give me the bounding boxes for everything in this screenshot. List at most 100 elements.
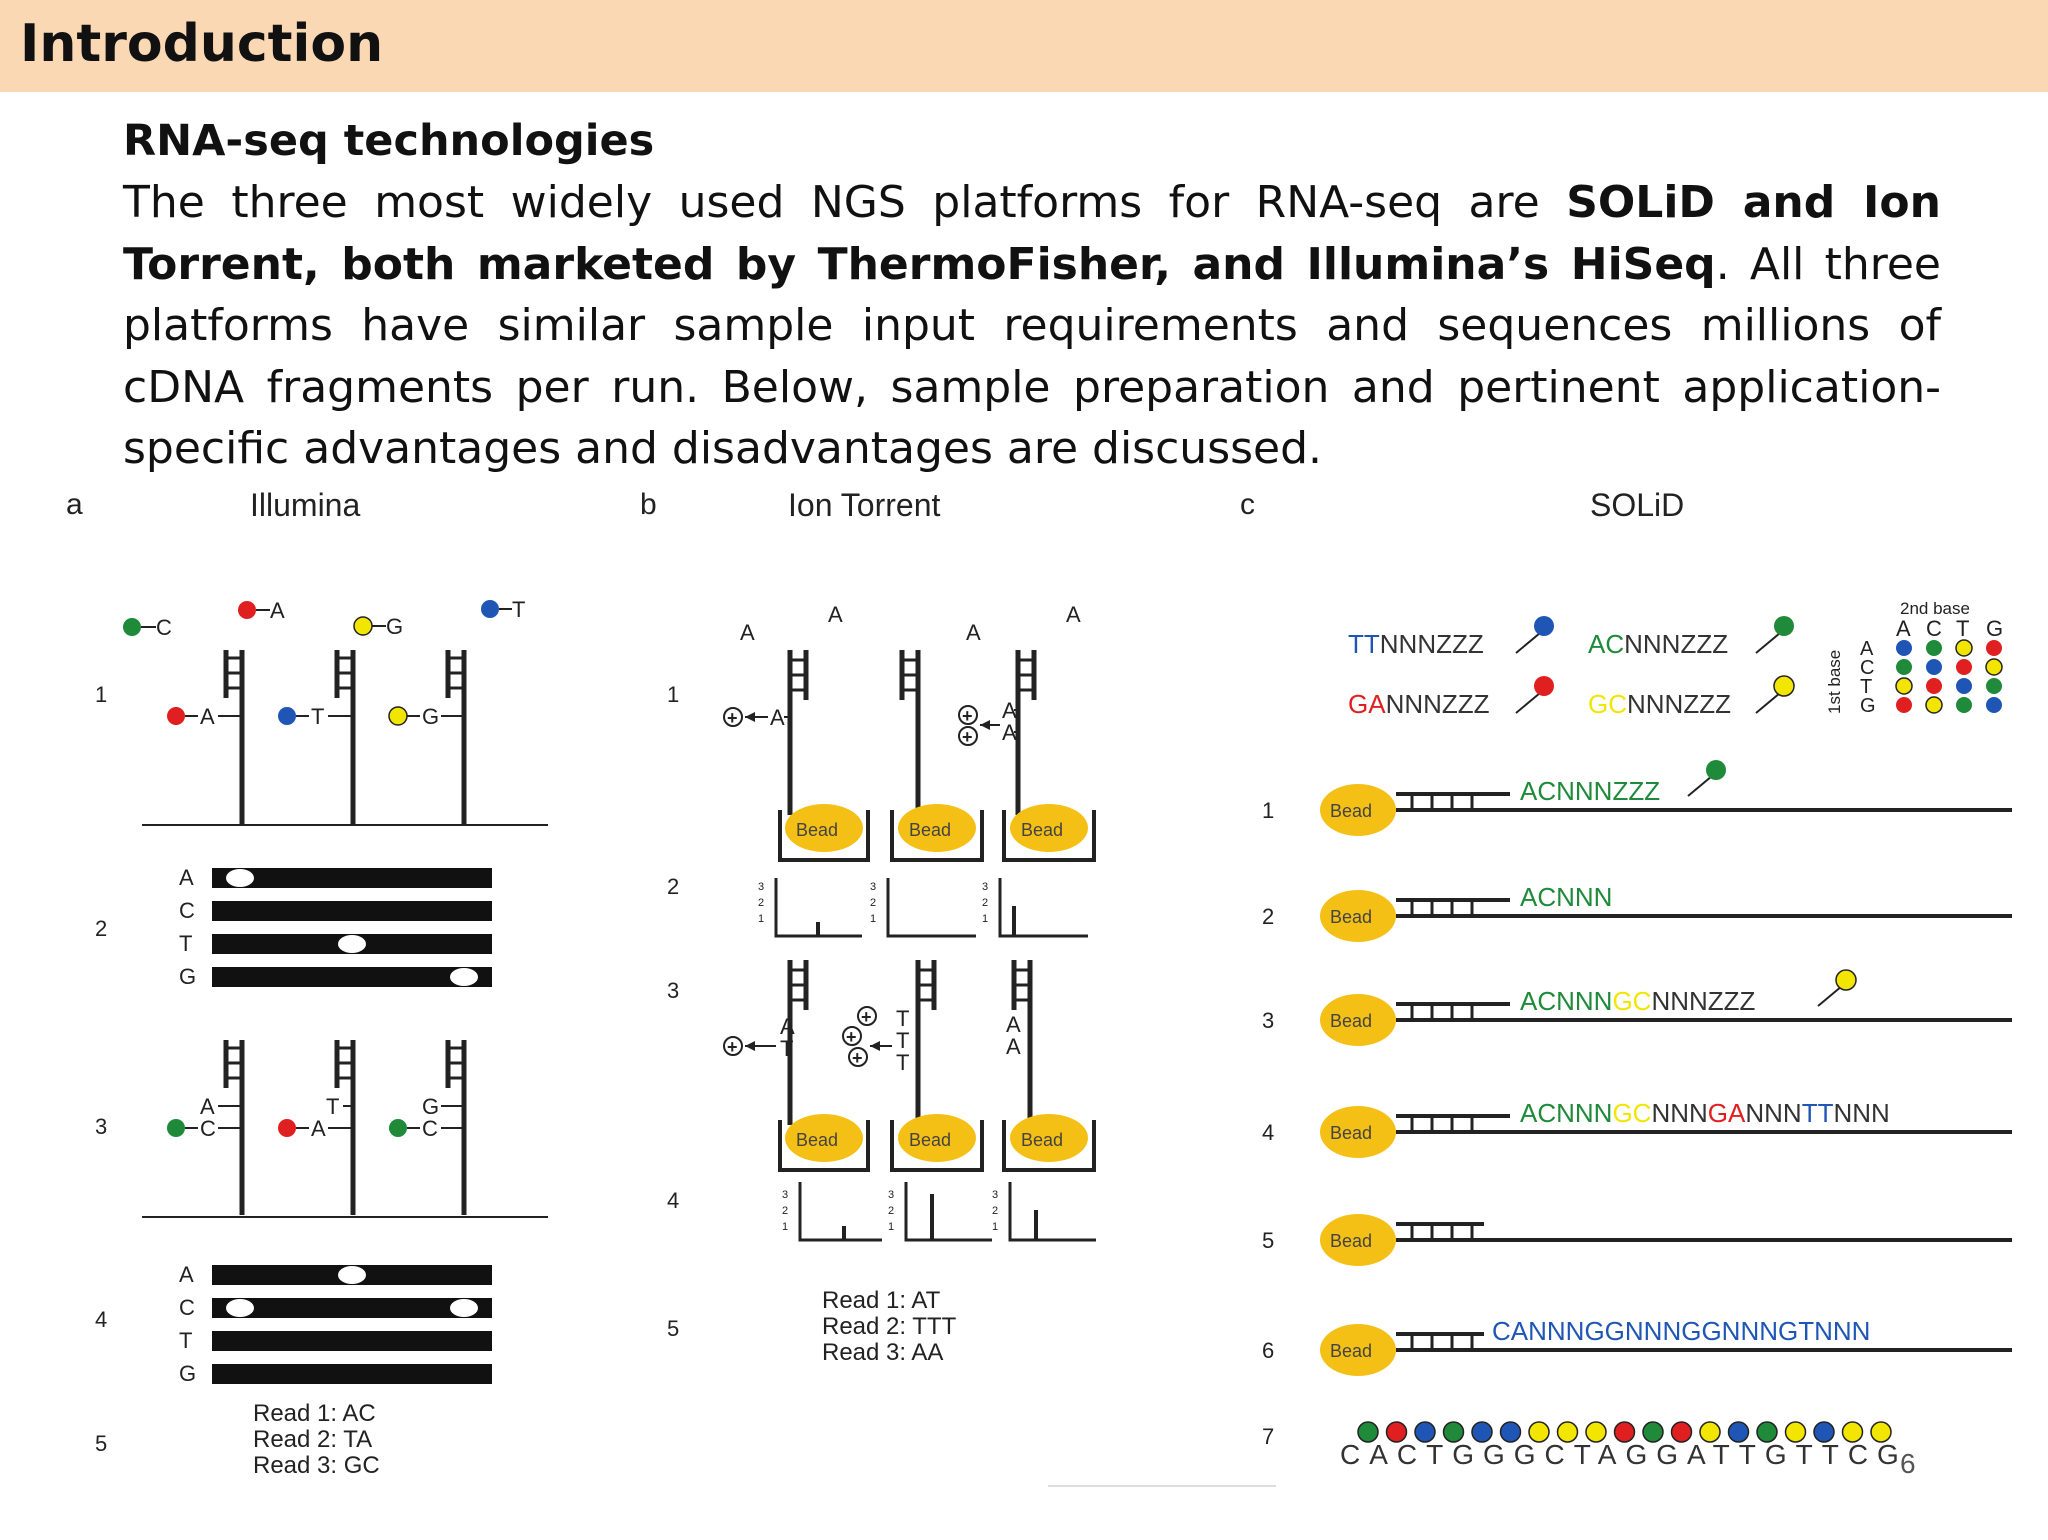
color-dot (1870, 1421, 1892, 1443)
probe-dye (1534, 616, 1554, 636)
figure-svg: a Illumina 1 2 3 4 5 C A G T (66, 487, 2012, 1487)
bead (1010, 1114, 1088, 1162)
panel-c-step-5: 5 (1262, 1228, 1274, 1253)
bead (1010, 804, 1088, 852)
svg-text:+: + (727, 1037, 738, 1057)
svg-text:A: A (1006, 1012, 1021, 1037)
svg-text:A: A (828, 602, 843, 627)
nucleotide-label: G (386, 614, 403, 639)
panel-c-step-7: 7 (1262, 1424, 1274, 1449)
color-dot-row (1357, 1421, 1892, 1443)
proton-icon (842, 1026, 862, 1046)
read-line: Read 3: GC (253, 1452, 380, 1479)
bead (898, 1114, 976, 1162)
svg-text:1: 1 (870, 913, 876, 925)
svg-text:T: T (1956, 616, 1969, 641)
color-code-matrix: 2nd base A C T G 1st base A C T G (1825, 599, 2003, 717)
svg-text:Bead: Bead (796, 1130, 838, 1150)
panel-c-solid: c SOLiD TTNNNZZZ ACNNNZZZ GANNNZZZ GCNNN… (1240, 487, 2012, 1470)
proton-icon (857, 1006, 877, 1026)
probe: GCNNNZZZ (1588, 689, 1731, 719)
svg-text:G: G (179, 1361, 196, 1386)
color-dot (1528, 1421, 1550, 1443)
paragraph-intro: The three most widely used NGS platforms… (123, 177, 1567, 228)
title-bar: Introduction (0, 0, 2048, 92)
svg-text:A: A (1006, 1034, 1021, 1059)
read-line: Read 2: TTT (822, 1313, 957, 1340)
svg-text:A: A (179, 865, 194, 890)
svg-text:C: C (179, 898, 195, 923)
svg-text:T: T (179, 931, 192, 956)
panel-b-letter: b (640, 488, 657, 521)
probe: TTNNNZZZ (1348, 629, 1484, 659)
nucleotide-green (123, 618, 141, 636)
svg-text:3: 3 (782, 1189, 788, 1201)
color-dot (1613, 1421, 1636, 1443)
color-dot (1699, 1421, 1721, 1443)
svg-text:T: T (780, 1036, 793, 1061)
bead (785, 1114, 863, 1162)
section-heading: RNA-seq technologies (123, 116, 655, 166)
svg-text:C: C (200, 1116, 216, 1141)
svg-text:G: G (1986, 616, 2003, 641)
svg-text:G: G (179, 964, 196, 989)
svg-text:A: A (1002, 698, 1017, 723)
paragraph-bold: SOLiD and Ion Torrent, both marketed by … (123, 177, 1941, 290)
proton-icon (958, 705, 978, 725)
panel-b-step-3: 3 (667, 978, 679, 1003)
signal-spot (338, 1266, 366, 1284)
read-line: Read 3: AA (822, 1339, 943, 1366)
svg-text:+: + (852, 1048, 863, 1068)
color-dot (1670, 1421, 1693, 1443)
svg-text:T: T (179, 1328, 192, 1353)
bead (898, 804, 976, 852)
svg-text:2: 2 (888, 1205, 894, 1217)
svg-text:A: A (1066, 602, 1081, 627)
panel-b-step-4: 4 (667, 1188, 679, 1213)
image-bars-a2: A C T G (179, 865, 492, 989)
color-dot (1813, 1421, 1835, 1443)
nucleotide-blue (481, 600, 499, 618)
svg-text:Bead: Bead (796, 820, 838, 840)
svg-text:Bead: Bead (1021, 820, 1063, 840)
incorporated-yellow (388, 706, 408, 726)
svg-text:2: 2 (758, 897, 764, 909)
color-dot (1385, 1421, 1408, 1443)
panel-c-step-4: 4 (1262, 1120, 1274, 1145)
panel-c-step-1: 1 (1262, 798, 1274, 823)
panel-a-step-4: 4 (95, 1307, 107, 1332)
signal-spot (226, 1299, 254, 1317)
section-paragraph: The three most widely used NGS platforms… (123, 172, 1941, 480)
bead (1320, 1324, 1396, 1376)
bead (1320, 1214, 1396, 1266)
svg-text:1: 1 (982, 913, 988, 925)
proton-icon (958, 726, 978, 746)
svg-text:A: A (740, 620, 755, 645)
svg-text:Bead: Bead (1330, 1231, 1372, 1251)
svg-text:1st base: 1st base (1825, 650, 1844, 714)
signal-spot (450, 1299, 478, 1317)
wells-b3: A T + T T T + + + A A (723, 960, 1096, 1172)
probe: ACNNNZZZ (1588, 629, 1728, 659)
svg-text:+: + (727, 708, 738, 728)
incorporated-green (389, 1119, 407, 1137)
svg-text:Bead: Bead (1330, 907, 1372, 927)
color-dot (1784, 1421, 1807, 1443)
bead (1320, 1106, 1396, 1158)
svg-text:+: + (962, 727, 973, 747)
svg-text:T: T (1860, 676, 1872, 698)
svg-text:A: A (1860, 638, 1874, 660)
svg-text:2: 2 (782, 1205, 788, 1217)
panel-b-ion-torrent: b Ion Torrent 1 2 3 4 5 A A A A (640, 487, 1096, 1366)
panel-b-step-5: 5 (667, 1316, 679, 1341)
bead (1320, 784, 1396, 836)
svg-text:ACNNNGCNNNGANNNTTNNN: ACNNNGCNNNGANNNTTNNN (1520, 1098, 1890, 1128)
svg-text:+: + (846, 1027, 857, 1047)
svg-text:ACNNNGCNNNZZZ: ACNNNGCNNNZZZ (1520, 986, 1756, 1016)
image-bars-a4: A C T G (179, 1262, 492, 1386)
svg-text:C: C (179, 1295, 195, 1320)
panel-b-step-1: 1 (667, 682, 679, 707)
probe-dye (1706, 760, 1726, 780)
svg-text:A: A (1896, 616, 1911, 641)
svg-text:Bead: Bead (1021, 1130, 1063, 1150)
